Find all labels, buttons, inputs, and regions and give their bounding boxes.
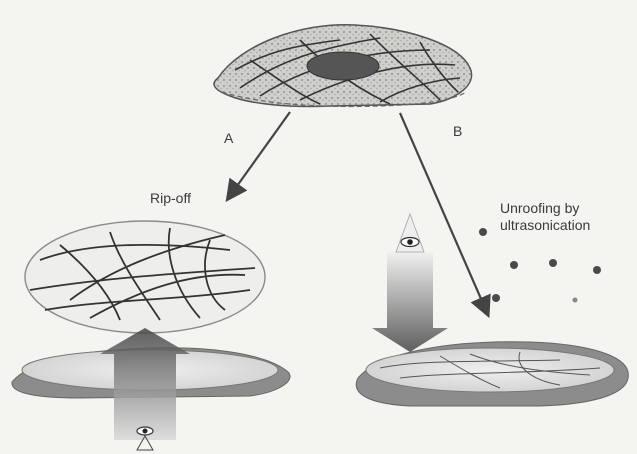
eye-icon <box>401 238 419 247</box>
method-b-label-line1: Unroofing by <box>500 200 590 217</box>
branch-a-label: A <box>224 130 233 147</box>
attached-membrane-right <box>356 342 628 406</box>
arrow-a <box>232 112 290 193</box>
nucleus <box>307 52 379 80</box>
method-a-label: Rip-off <box>150 190 191 207</box>
view-beam-down <box>372 214 448 352</box>
method-b-label-line2: ultrasonication <box>500 217 590 234</box>
ultrasound-particle-icon <box>479 228 601 303</box>
branch-b-label: B <box>453 123 462 140</box>
whole-cell <box>214 25 472 107</box>
ripped-membrane <box>25 221 265 333</box>
method-b-label: Unroofing by ultrasonication <box>500 200 590 234</box>
